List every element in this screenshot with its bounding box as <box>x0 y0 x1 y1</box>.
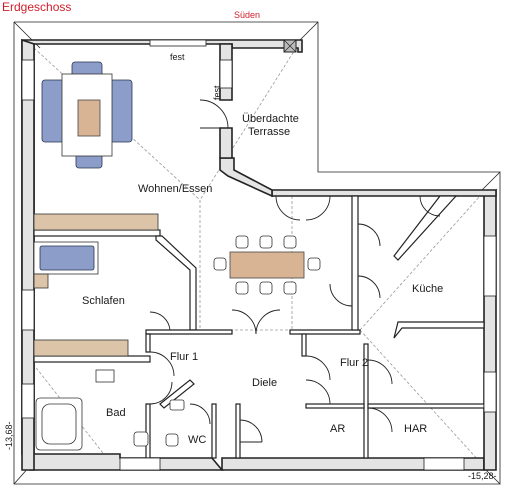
fest-label-top: fest <box>170 52 185 62</box>
sofa-group <box>41 61 133 169</box>
roof-outline <box>13 21 501 485</box>
windows <box>21 39 497 471</box>
room-label-diele: Diele <box>252 377 277 389</box>
bed-set <box>33 241 129 357</box>
room-label-schlafen: Schlafen <box>82 295 125 307</box>
interior-walls <box>33 195 485 459</box>
room-label-wc: WC <box>188 434 206 446</box>
toilet <box>133 431 149 447</box>
room-label-har: HAR <box>404 423 427 435</box>
plan-title: Erdgeschoss <box>2 0 71 14</box>
dimension-depth: -13,68- <box>4 421 14 450</box>
dining-set <box>213 235 321 295</box>
room-label-terrasse-1: Überdachte <box>242 113 299 125</box>
orientation-label: Süden <box>234 10 260 20</box>
coffee-table <box>77 99 101 137</box>
dimension-width: -15,28- <box>468 471 497 481</box>
room-label-flur1: Flur 1 <box>170 351 198 363</box>
room-label-terrasse-2: Terrasse <box>248 126 290 138</box>
room-label-bad: Bad <box>106 407 126 419</box>
room-label-wohnen: Wohnen/Essen <box>138 183 212 195</box>
dining-table <box>229 251 305 279</box>
door-swings <box>149 99 441 443</box>
room-label-flur2: Flur 2 <box>340 357 368 369</box>
wardrobe <box>33 339 129 357</box>
sideboard <box>33 213 159 231</box>
fest-label-side: fest <box>212 85 222 100</box>
bath-fixtures <box>35 369 185 451</box>
room-label-kueche: Küche <box>412 283 443 295</box>
room-label-ar: AR <box>330 423 345 435</box>
